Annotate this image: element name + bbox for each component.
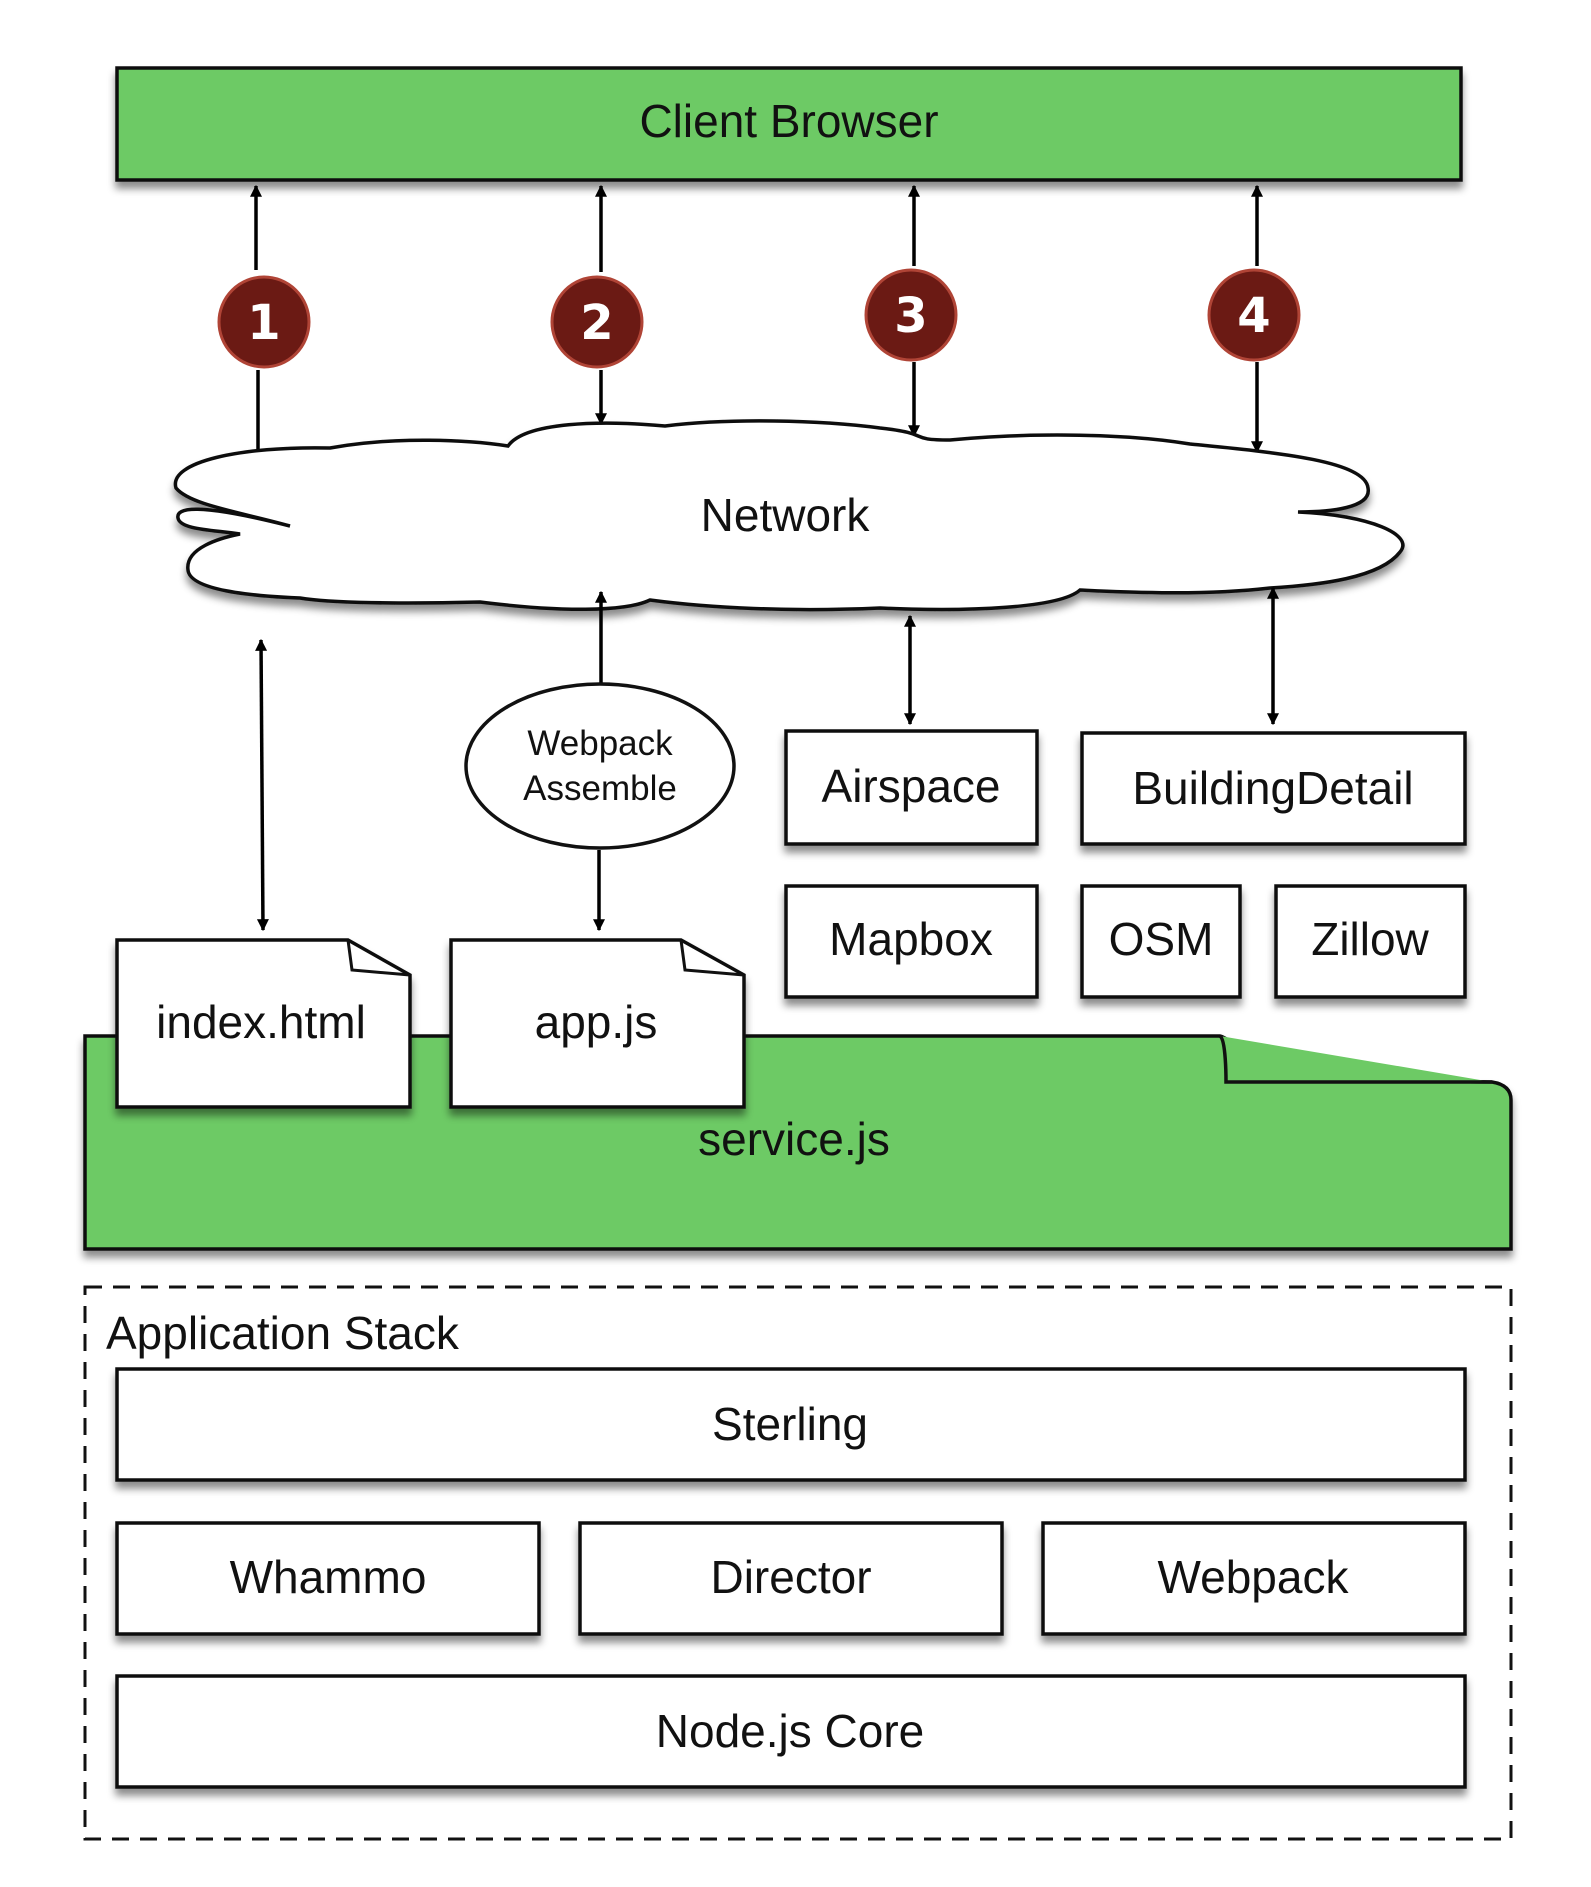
zillow-label: Zillow [1311, 913, 1429, 965]
director-node: Director [578, 1521, 1004, 1636]
service-js-node: service.js [83, 1034, 1513, 1251]
webpack-assemble-line1: Webpack [527, 724, 673, 763]
application-stack-group: Application Stack Sterling Whammo Direct… [83, 1285, 1513, 1841]
webpack-label: Webpack [1158, 1551, 1350, 1603]
osm-node: OSM [1080, 884, 1242, 999]
sterling-node: Sterling [115, 1367, 1467, 1482]
mapbox-label: Mapbox [829, 913, 993, 965]
application-stack-title: Application Stack [106, 1307, 460, 1359]
step-badge-4: 4 [1207, 268, 1301, 362]
whammo-label: Whammo [230, 1551, 427, 1603]
airspace-node: Airspace [784, 729, 1039, 846]
network-cloud: Network [173, 419, 1405, 612]
whammo-node: Whammo [115, 1521, 541, 1636]
service-js-fold [1218, 1034, 1492, 1084]
network-backend-edges [255, 586, 1279, 932]
webpack-node: Webpack [1041, 1521, 1467, 1636]
app-js-label: app.js [535, 996, 658, 1048]
buildingdetail-label: BuildingDetail [1132, 762, 1413, 814]
step-badge-2: 2 [550, 275, 644, 369]
svg-text:1: 1 [247, 295, 280, 351]
sterling-label: Sterling [712, 1398, 868, 1450]
airspace-label: Airspace [822, 760, 1001, 812]
node-core-label: Node.js Core [656, 1705, 924, 1757]
network-label: Network [701, 489, 871, 541]
application-stack-border [83, 1285, 1513, 1841]
client-browser-node: Client Browser [115, 66, 1463, 182]
svg-text:3: 3 [894, 288, 927, 344]
zillow-node: Zillow [1274, 884, 1467, 999]
client-browser-label: Client Browser [639, 95, 938, 147]
index-html-node: index.html [115, 938, 412, 1109]
webpack-assemble-line2: Assemble [523, 769, 677, 808]
mapbox-node: Mapbox [784, 884, 1039, 999]
browser-network-edges [250, 184, 1263, 464]
buildingdetail-node: BuildingDetail [1080, 731, 1467, 846]
node-core-node: Node.js Core [115, 1674, 1467, 1789]
svg-text:2: 2 [580, 295, 613, 351]
svg-text:4: 4 [1237, 288, 1270, 344]
director-label: Director [710, 1551, 871, 1603]
index-html-label: index.html [156, 996, 366, 1048]
osm-label: OSM [1109, 913, 1214, 965]
step-badge-1: 1 [217, 275, 311, 369]
webpack-assemble-node: Webpack Assemble [464, 682, 736, 850]
app-js-node: app.js [449, 938, 746, 1109]
step-badge-3: 3 [864, 268, 958, 362]
service-js-label: service.js [698, 1113, 890, 1165]
edge-network-index [255, 638, 269, 932]
